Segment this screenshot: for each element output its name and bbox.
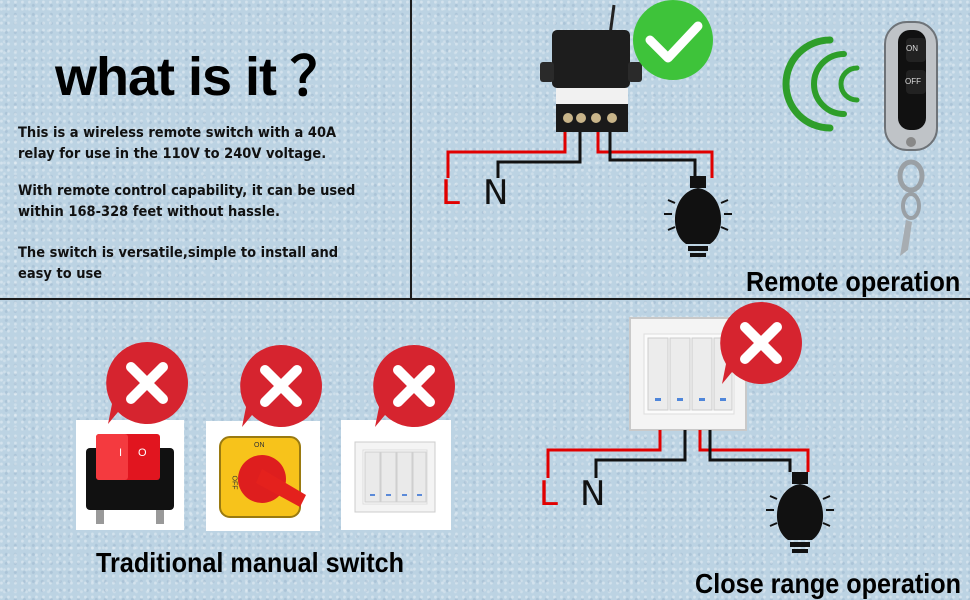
cross-icon-wall (373, 345, 455, 427)
description-line-2: With remote control capability, it can b… (18, 183, 356, 220)
description-line-1: This is a wireless remote switch with a … (18, 125, 337, 162)
horizontal-divider (0, 298, 970, 300)
check-icon (633, 0, 713, 80)
remote-operation-caption: Remote operation (746, 266, 961, 297)
close-range-wiring-diagram (546, 302, 834, 553)
live-wire-label-bottom: L (539, 474, 558, 514)
light-bulb-icon (766, 472, 834, 553)
traditional-switch-caption: Traditional manual switch (96, 547, 405, 578)
rotary-isolator-switch-photo: ON OFF (206, 421, 320, 531)
wall-switch-photo (341, 420, 451, 530)
relay-module (552, 30, 630, 88)
remote-off-button-label: OFF (905, 77, 921, 86)
cross-icon-rotary (240, 345, 322, 427)
neutral-wire-label-bottom: N (580, 474, 606, 514)
description-line-3: The switch is versatile,simple to instal… (18, 245, 339, 282)
cross-icon-close-range (720, 302, 802, 384)
close-range-caption: Close range operation (695, 568, 962, 599)
rocker-switch-off-mark: O (138, 447, 147, 459)
rotary-switch-off-mark: OFF (230, 475, 238, 490)
light-bulb-icon (664, 176, 732, 257)
vertical-divider (410, 0, 412, 300)
wireless-signal-icon (782, 36, 860, 132)
page-title: what is it ？ (55, 47, 344, 107)
rocker-switch-photo: I O (76, 420, 184, 530)
remote-wiring-diagram (446, 0, 938, 257)
live-wire-label-top: L (441, 173, 460, 213)
remote-control (884, 21, 938, 256)
remote-on-button-label: ON (906, 44, 918, 53)
rotary-switch-on-mark: ON (254, 442, 265, 449)
cross-icon-rocker (106, 342, 188, 424)
rocker-switch-on-mark: I (119, 447, 123, 459)
neutral-wire-label-top: N (483, 173, 509, 213)
